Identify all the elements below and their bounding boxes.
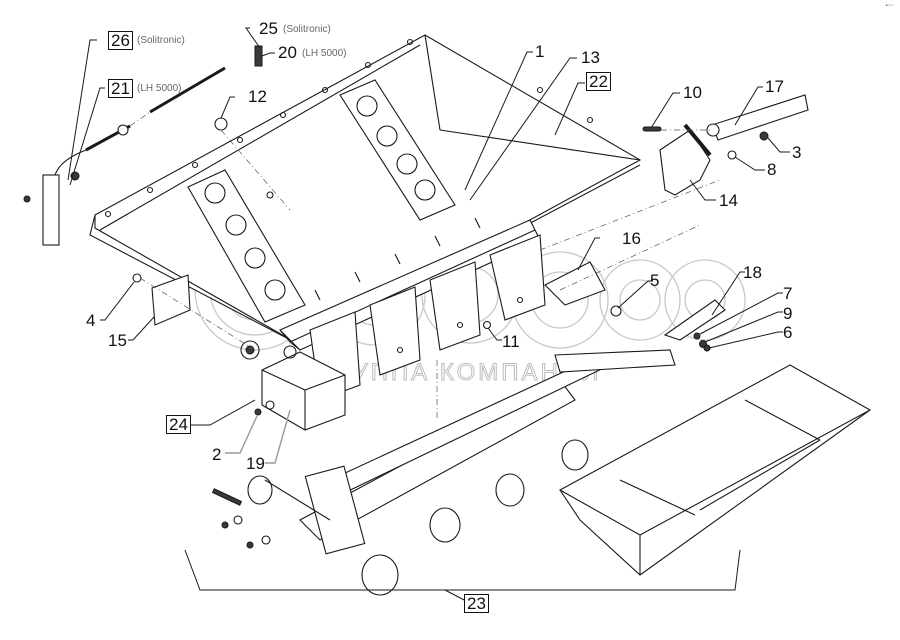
callout-5: 5 <box>650 271 660 290</box>
callout-19: 19 <box>246 454 265 473</box>
cap-12 <box>214 117 228 131</box>
callout-3: 3 <box>792 143 802 162</box>
gearbox-housing <box>240 340 346 431</box>
callout-12: 12 <box>248 87 267 106</box>
sensor-cable <box>23 66 226 246</box>
callout-9: 9 <box>783 304 793 323</box>
corner-mark: ▪◦◦◦ <box>885 3 894 9</box>
callout-2: 2 <box>212 445 222 464</box>
callout-21-note: (LH 5000) <box>137 83 182 94</box>
callout-13: 13 <box>581 48 600 67</box>
lever-assembly <box>642 94 809 196</box>
leader-lines <box>67 27 790 604</box>
nut-7 <box>693 332 701 340</box>
bolt-4 <box>132 273 142 283</box>
callout-1: 1 <box>535 42 545 61</box>
outlet-strip-left <box>187 169 306 323</box>
callout-6: 6 <box>783 323 793 342</box>
auger-assembly <box>211 349 676 596</box>
collection-tray <box>558 364 872 576</box>
cover-plate-15 <box>151 274 191 326</box>
assembly-axes <box>129 111 721 420</box>
callout-21: 21 <box>108 79 133 98</box>
washer-2 <box>265 400 275 410</box>
callout-22: 22 <box>586 72 611 91</box>
callout-7: 7 <box>783 284 793 303</box>
callout-24: 24 <box>166 415 191 434</box>
distributor-boxes <box>309 234 546 401</box>
callout-8: 8 <box>767 160 777 179</box>
callout-20-note: (LH 5000) <box>302 48 347 59</box>
callout-16: 16 <box>622 229 641 248</box>
plate-holes <box>104 38 594 218</box>
bolt-11 <box>482 320 492 330</box>
fitting-20-25 <box>254 45 263 67</box>
plate-18 <box>663 299 726 341</box>
plate-16 <box>544 261 606 306</box>
callout-26: 26 <box>108 31 133 50</box>
callout-15: 15 <box>108 331 127 350</box>
callout-23: 23 <box>464 594 489 613</box>
callout-11: 11 <box>502 332 520 351</box>
callout-25-note: (Solitronic) <box>283 24 331 35</box>
callout-25: 25 <box>259 19 278 38</box>
callout-26-note: (Solitronic) <box>137 35 185 46</box>
callout-4: 4 <box>86 311 96 330</box>
callout-17: 17 <box>765 77 784 96</box>
callout-10: 10 <box>683 83 702 102</box>
bolt-23a <box>221 521 229 529</box>
callout-20: 20 <box>278 43 297 62</box>
bolt-2 <box>254 408 262 416</box>
callout-14: 14 <box>719 191 738 210</box>
callout-18: 18 <box>743 263 762 282</box>
outlet-strip-right <box>339 79 456 221</box>
bolt-5 <box>610 305 622 317</box>
